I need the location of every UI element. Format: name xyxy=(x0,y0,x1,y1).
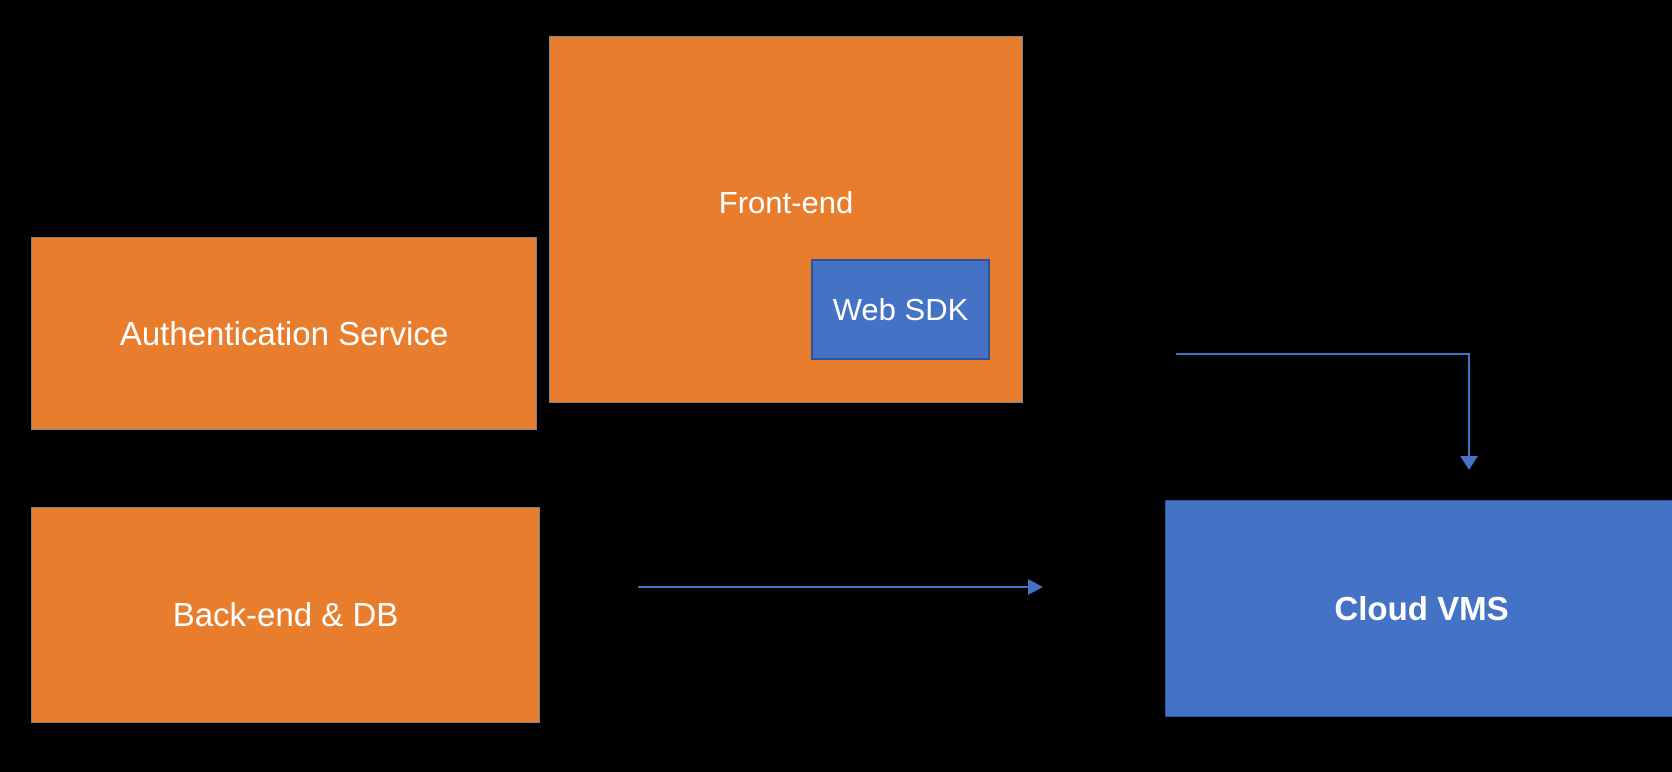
node-front-end-label: Front-end xyxy=(718,185,854,220)
connector-elbow-line xyxy=(1176,353,1470,458)
arrowhead-down-icon xyxy=(1460,456,1478,470)
connector-web-sdk-to-cloud-vms[interactable] xyxy=(1160,340,1490,485)
node-web-sdk-label: Web SDK xyxy=(832,291,969,327)
connector-back-end-to-cloud-vms[interactable] xyxy=(630,570,1055,606)
node-authentication-service-label: Authentication Service xyxy=(119,314,449,352)
node-back-end-db[interactable]: Back-end & DB xyxy=(31,507,540,723)
node-front-end[interactable]: Front-end xyxy=(549,36,1023,403)
node-cloud-vms[interactable]: Cloud VMS xyxy=(1165,500,1672,717)
node-web-sdk[interactable]: Web SDK xyxy=(811,259,990,360)
arrowhead-right-icon xyxy=(1028,579,1043,595)
node-cloud-vms-label: Cloud VMS xyxy=(1334,589,1509,627)
node-authentication-service[interactable]: Authentication Service xyxy=(31,237,537,430)
node-back-end-db-label: Back-end & DB xyxy=(172,596,399,634)
